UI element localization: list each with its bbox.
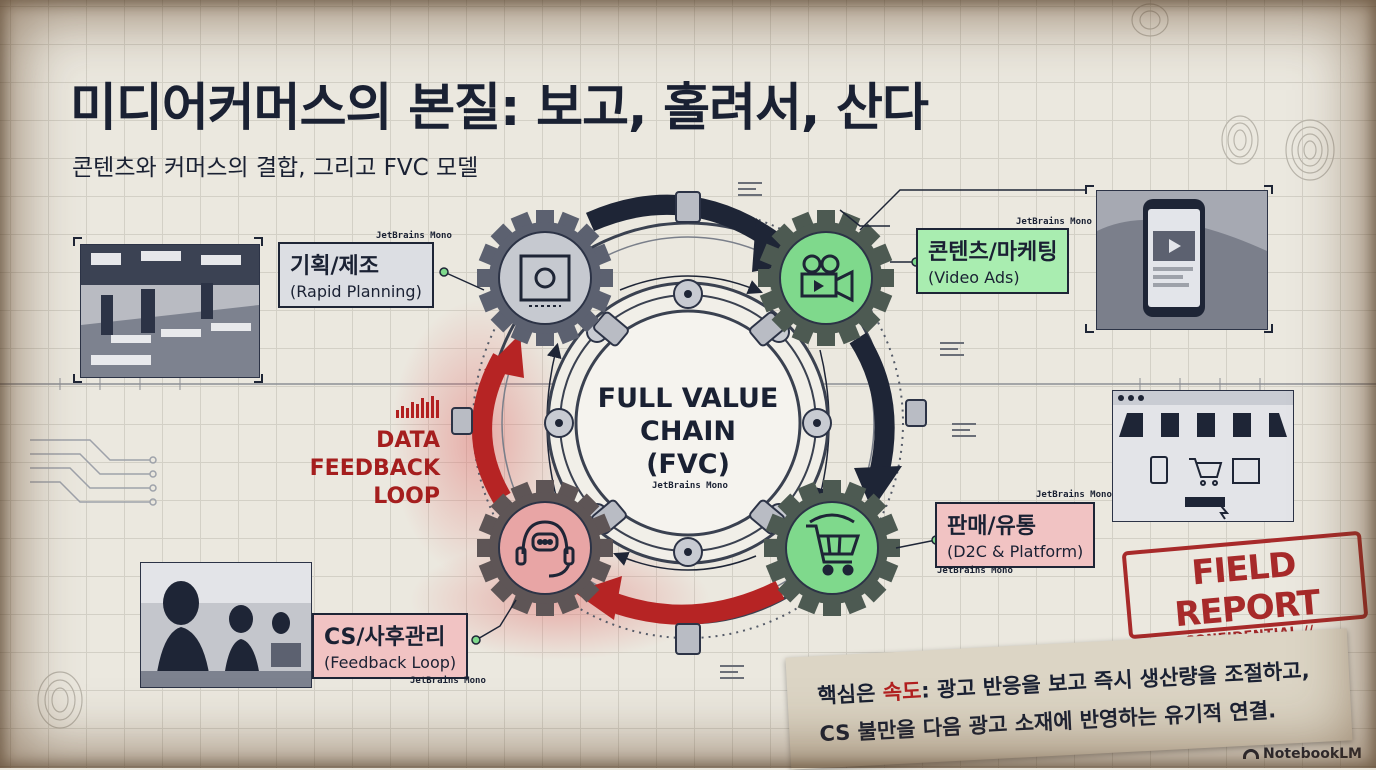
fingerprint-marks bbox=[37, 3, 1335, 729]
buy-button-shape bbox=[1185, 497, 1225, 507]
stage-cs-sub: (Feedback Loop) bbox=[324, 653, 457, 672]
stage-cs-label: CS/사후관리 (Feedback Loop) bbox=[312, 613, 469, 679]
cart-product-icon bbox=[1189, 458, 1223, 486]
center-line-2: CHAIN bbox=[640, 416, 736, 447]
arrow-head-left bbox=[484, 334, 524, 378]
font-tag-marketing: JetBrains Mono bbox=[1016, 217, 1092, 227]
page-title: 미디어커머스의 본질: 보고, 홀려서, 산다 bbox=[70, 79, 929, 138]
shop-awning-icon bbox=[1119, 413, 1287, 437]
stage-cs-title: CS/사후관리 bbox=[324, 625, 446, 650]
gear-planning bbox=[477, 210, 613, 346]
gear-settings-icon bbox=[534, 267, 556, 289]
gear-sales bbox=[764, 480, 900, 616]
stage-planning-label: 기획/제조 (Rapid Planning) bbox=[278, 242, 434, 308]
stage-sales-title: 판매/유통 bbox=[947, 514, 1036, 539]
notebooklm-brand: NotebookLM bbox=[1243, 746, 1362, 762]
shopping-cart-icon bbox=[806, 513, 861, 576]
arrow-head-right bbox=[854, 466, 902, 510]
arrow-cs-to-plan bbox=[472, 353, 511, 504]
arrow-sales-to-cs bbox=[598, 581, 785, 625]
stage-marketing-label: 콘텐츠/마케팅 (Video Ads) bbox=[916, 228, 1070, 294]
font-tag-planning: JetBrains Mono bbox=[376, 231, 452, 241]
gear-marketing bbox=[758, 210, 894, 346]
center-line-1: FULL VALUE bbox=[597, 383, 779, 414]
loop-line-3: LOOP bbox=[373, 484, 440, 509]
gear-cs bbox=[477, 480, 613, 616]
note-line-1-pre: 핵심은 bbox=[816, 680, 884, 709]
brand-name: NotebookLM bbox=[1263, 746, 1362, 762]
data-feedback-loop-label: DATA FEEDBACK LOOP bbox=[298, 427, 440, 511]
fvc-center-title: FULL VALUE CHAIN (FVC) bbox=[590, 382, 786, 481]
arrow-market-to-sales bbox=[849, 332, 895, 481]
video-camera-icon bbox=[800, 254, 854, 303]
font-tag-center: JetBrains Mono bbox=[652, 481, 728, 491]
loop-line-1: DATA bbox=[376, 428, 440, 453]
smartphone-photo bbox=[1096, 190, 1268, 330]
note-highlight-speed: 속도 bbox=[882, 678, 922, 705]
font-tag-sales-bottom: JetBrains Mono bbox=[937, 566, 1013, 576]
label-connectors bbox=[443, 189, 1086, 641]
font-tag-sales-top: JetBrains Mono bbox=[1036, 490, 1112, 500]
circuit-traces bbox=[30, 439, 157, 506]
call-center-photo bbox=[140, 562, 312, 688]
stage-marketing-title: 콘텐츠/마케팅 bbox=[928, 240, 1058, 265]
page-subtitle: 콘텐츠와 커머스의 결합, 그리고 FVC 모델 bbox=[72, 155, 479, 181]
loop-line-2: FEEDBACK bbox=[309, 456, 440, 481]
phone-product-icon bbox=[1150, 456, 1168, 484]
font-tag-cs: JetBrains Mono bbox=[410, 676, 486, 686]
center-gear-ring bbox=[544, 279, 832, 567]
data-bars bbox=[396, 396, 439, 418]
headset-chat-icon bbox=[515, 520, 575, 578]
center-line-3: (FVC) bbox=[646, 449, 730, 480]
annotation-bars bbox=[720, 182, 976, 679]
factory-photo bbox=[80, 244, 260, 378]
online-store-illustration bbox=[1112, 390, 1294, 522]
stage-marketing-sub: (Video Ads) bbox=[928, 268, 1020, 287]
stage-sales-label: 판매/유통 (D2C & Platform) bbox=[935, 502, 1096, 568]
store-product-icon bbox=[1232, 458, 1260, 484]
cursor-icon bbox=[1216, 500, 1230, 520]
stage-sales-sub: (D2C & Platform) bbox=[947, 542, 1084, 561]
photo-brackets bbox=[73, 185, 1273, 383]
notebooklm-logo-icon bbox=[1243, 749, 1260, 759]
stage-planning-title: 기획/제조 bbox=[290, 254, 379, 279]
stage-planning-sub: (Rapid Planning) bbox=[290, 282, 422, 301]
arrow-head-bottom bbox=[574, 576, 622, 620]
axis-ticks bbox=[59, 378, 1261, 390]
